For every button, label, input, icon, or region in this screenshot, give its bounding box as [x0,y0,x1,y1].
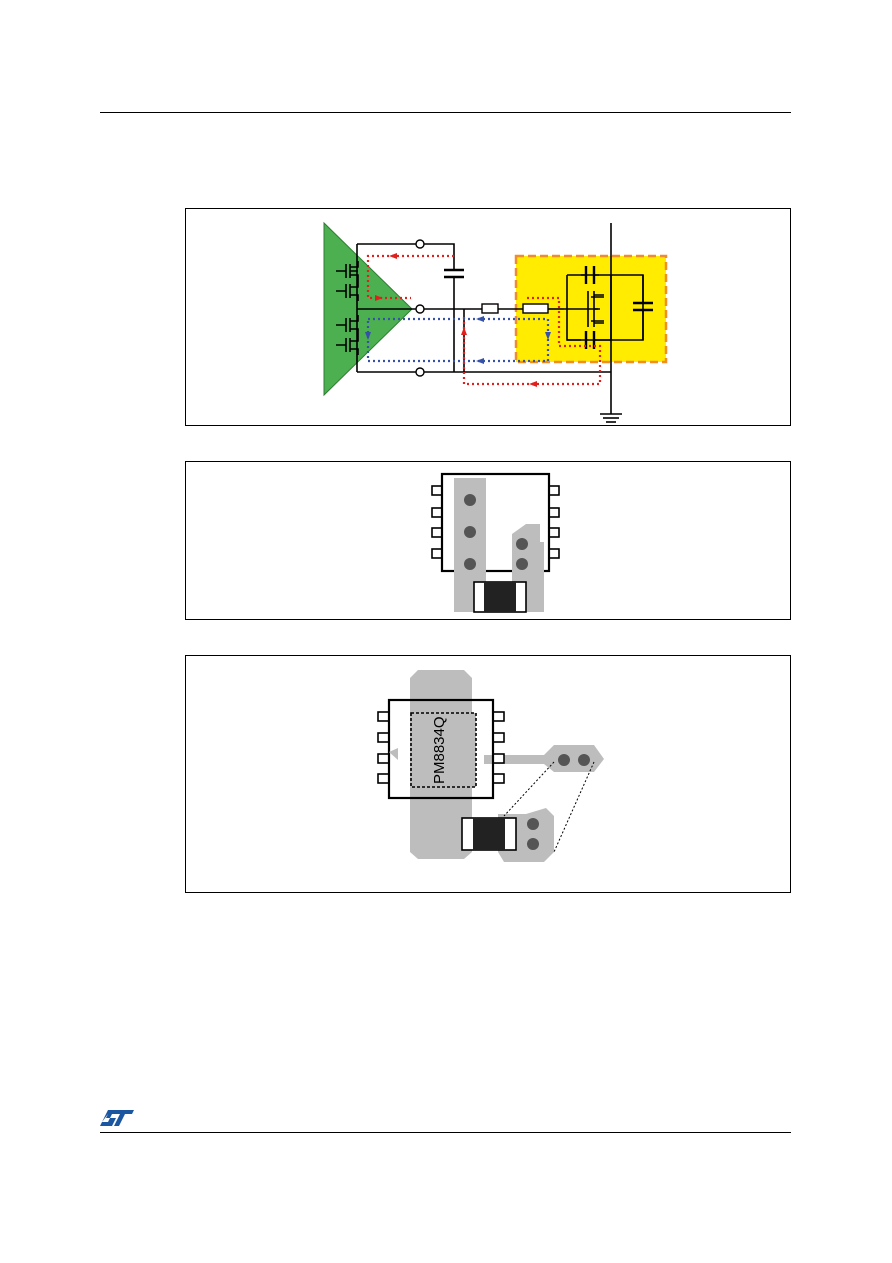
resistor-1 [481,303,499,314]
terminals [415,239,425,377]
vias [527,754,590,850]
layout-figure-1 [185,461,791,620]
layout-drawing-1 [431,472,560,613]
blue-arrows [365,316,551,364]
vias [464,494,528,570]
red-current-loop [366,254,602,386]
ic-label: PM8834Q [431,716,448,784]
protection-transistor [587,291,604,327]
ic-pins-right [492,711,505,784]
resistor-2 [522,303,549,314]
copper-trace-left [454,478,486,612]
layout-drawing-2: PM8834Q [377,670,604,862]
ic-pins-left [377,711,390,784]
header-rule [100,112,791,113]
layout-figure-2: PM8834Q [185,655,791,893]
blue-current-loop [366,317,550,363]
st-logo-icon [100,1110,134,1126]
ic-pins-right [548,485,560,559]
copper-trace-vias [484,745,604,772]
via-connection-lines [503,761,595,853]
ic-body [387,698,495,800]
footer-rule [100,1132,791,1133]
ic-pins-left [431,485,443,559]
schematic-figure [185,208,791,426]
exposed-pad [410,712,477,788]
red-arrows [375,253,537,387]
driver-transistors [336,261,359,355]
ground-icon [600,413,622,423]
schematic-drawing [323,221,668,423]
